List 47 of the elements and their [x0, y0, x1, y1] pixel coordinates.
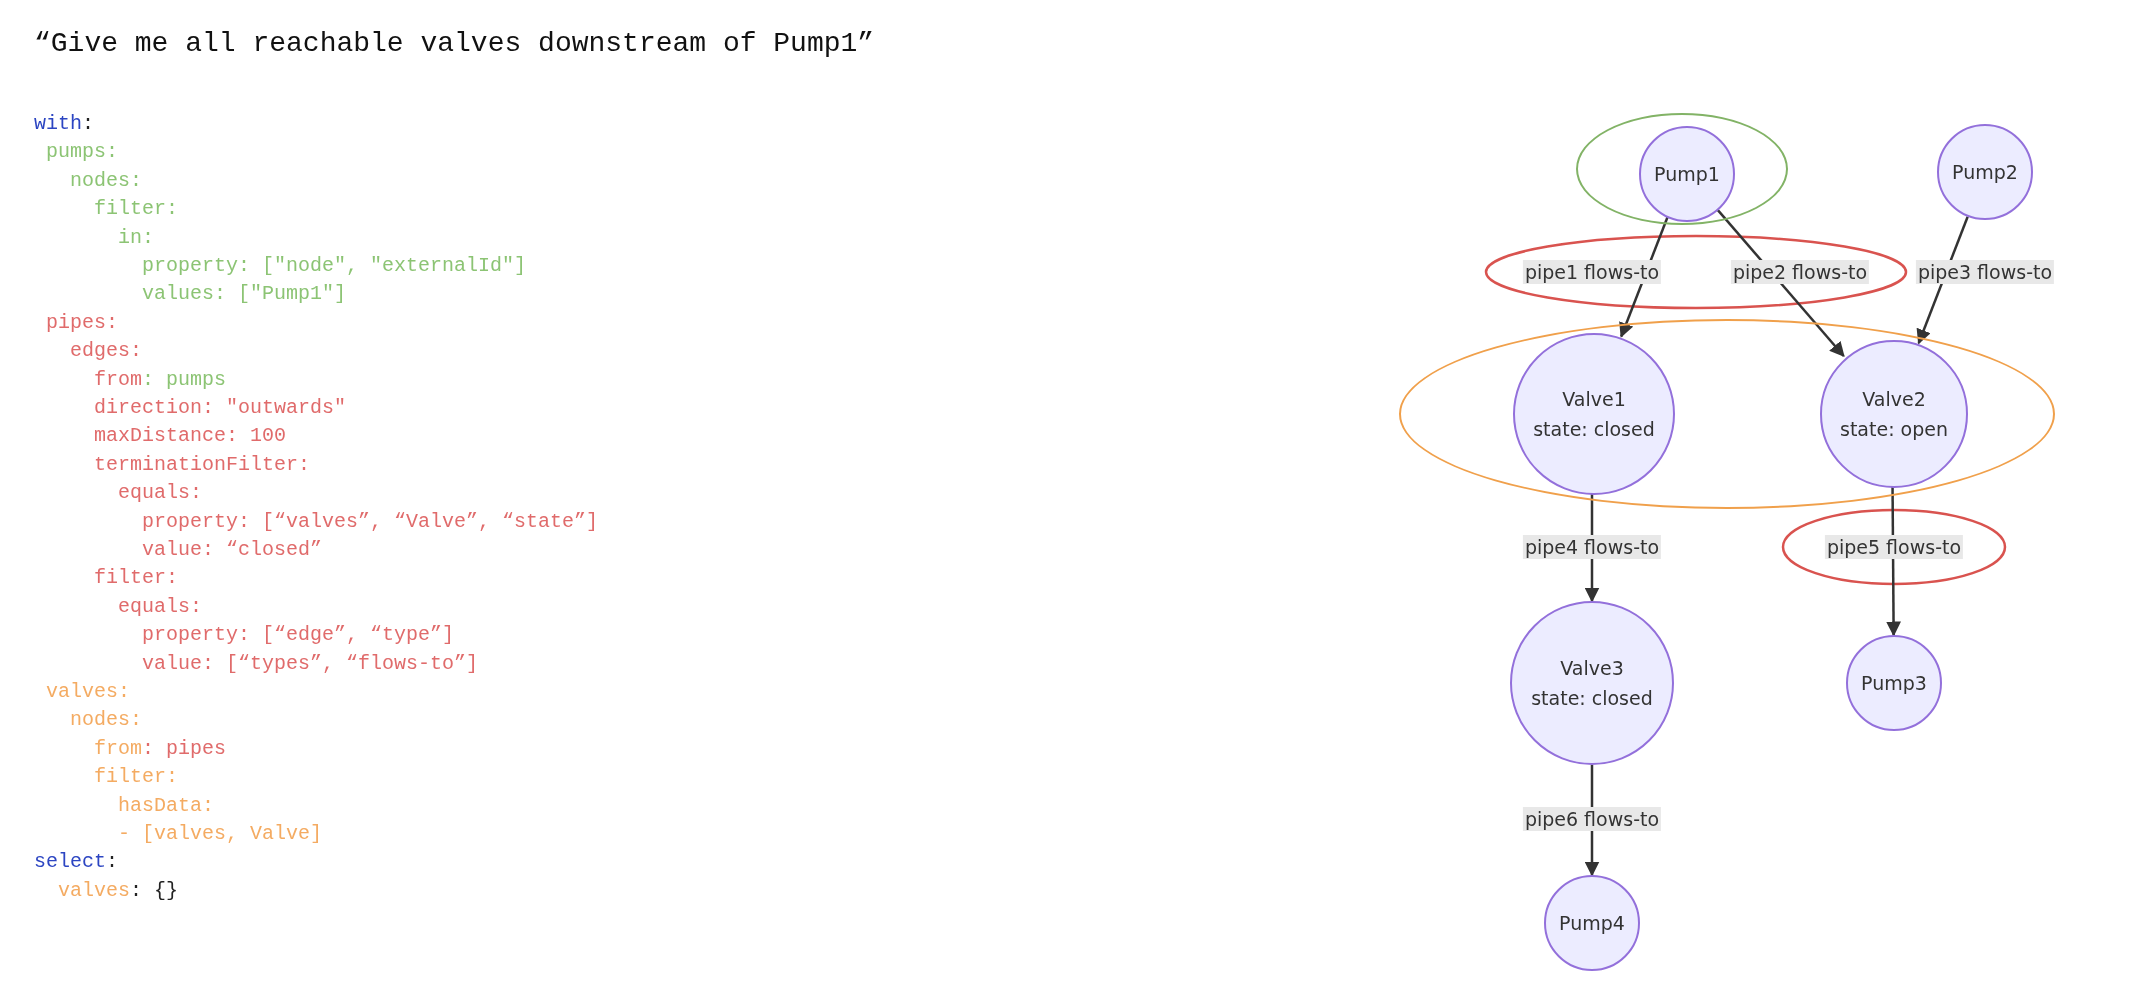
code-line: valves: [46, 680, 131, 704]
node-label: Valve1 [1562, 387, 1626, 412]
code-line: select: [34, 850, 119, 875]
node-label: Valve3 [1560, 656, 1624, 681]
code-line: direction: "outwards" [94, 396, 347, 420]
code-line: property: [“edge”, “type”] [142, 623, 455, 648]
code-line: - [valves, Valve] [118, 822, 323, 846]
highlight-ellipse [1399, 319, 2055, 509]
code-line: edges: [70, 339, 143, 364]
code-line: with: [34, 112, 95, 136]
code-line: maxDistance: 100 [94, 424, 287, 449]
code-line: filter: [94, 765, 179, 790]
code-line: equals: [118, 481, 203, 506]
edge-label: pipe5 flows-to [1824, 535, 1964, 559]
code-line: hasData: [118, 793, 215, 818]
code-line: pumps: [46, 140, 119, 165]
node-label: Pump1 [1654, 162, 1720, 187]
code-line: value: “closed” [142, 538, 323, 562]
node-label: state: open [1840, 417, 1948, 442]
node-label: state: closed [1531, 686, 1653, 711]
edge-label: pipe4 flows-to [1522, 535, 1662, 559]
code-line: value: [“types”, “flows-to”] [142, 651, 479, 676]
code-line: in: [118, 225, 155, 250]
code-line: terminationFilter: [94, 452, 311, 477]
node-label: Pump2 [1952, 160, 2018, 185]
code-line: filter: [94, 566, 179, 591]
node-label: state: closed [1533, 417, 1655, 442]
code-line: equals: [118, 594, 203, 619]
edge-label: pipe2 flows-to [1730, 260, 1870, 284]
code-line: values: ["Pump1"] [142, 282, 347, 307]
node-label: Pump3 [1861, 671, 1927, 696]
code-line: nodes: [70, 168, 143, 193]
node-label: Pump4 [1559, 911, 1625, 936]
highlight-ellipse [1576, 113, 1788, 225]
code-line: nodes: [70, 708, 143, 733]
heading: “Give me all reachable valves downstream of Pump1” [34, 28, 875, 59]
code-line: from: pipes [94, 736, 227, 761]
edge-label: pipe6 flows-to [1522, 807, 1662, 831]
code-line: valves: {} [58, 878, 179, 903]
edge-label: pipe3 flows-to [1915, 260, 2055, 284]
code-line: from: pumps [94, 367, 227, 392]
code-line: property: ["node", "externalId"] [142, 254, 527, 278]
code-line: filter: [94, 197, 179, 222]
code-line: pipes: [46, 310, 119, 335]
node-label: Valve2 [1862, 387, 1926, 412]
code-line: property: [“valves”, “Valve”, “state”] [142, 509, 599, 534]
edge-label: pipe1 flows-to [1522, 260, 1662, 284]
